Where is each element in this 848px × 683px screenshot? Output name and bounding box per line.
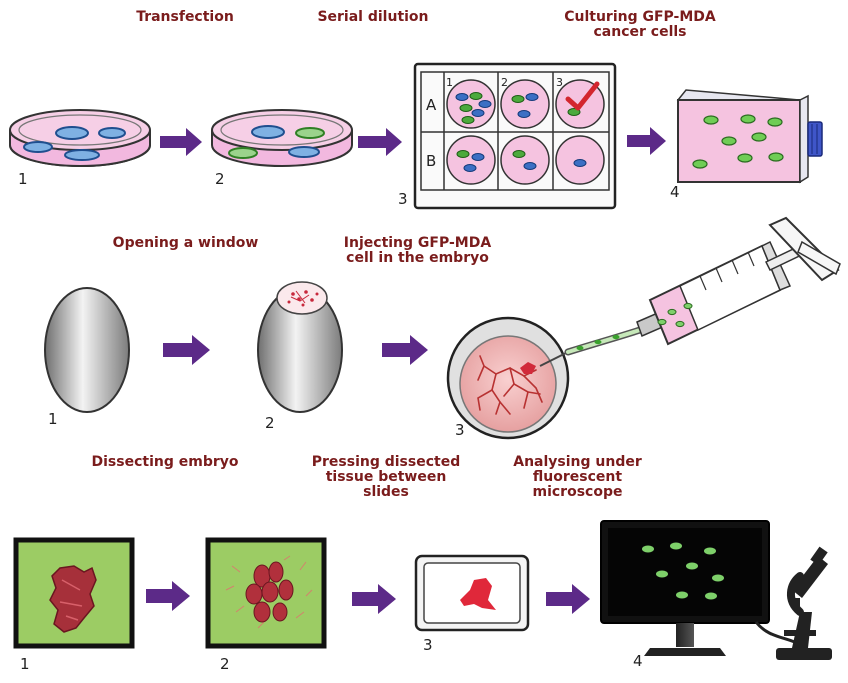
dissection-panel-1 [13, 537, 135, 649]
label-analysing: Analysing under fluorescent microscope [513, 454, 642, 500]
step-number: 2 [265, 414, 275, 432]
label-opening-window: Opening a window [112, 235, 259, 251]
petri-dish-1 [9, 109, 151, 167]
arrow-icon [352, 584, 396, 614]
label-pressing: Pressing dissected tissue between slides [311, 454, 461, 500]
plate-row-label: B [426, 152, 436, 170]
step-number: 1 [18, 170, 28, 188]
egg-with-window [257, 281, 343, 413]
arrow-icon [358, 128, 402, 156]
arrow-icon [382, 335, 428, 365]
arrow-icon [146, 581, 190, 611]
embryo-dish [446, 316, 570, 440]
cell-icon [251, 125, 285, 139]
checkmark-icon [565, 81, 600, 111]
syringe-icon [539, 216, 841, 367]
label-serial-dilution: Serial dilution [317, 9, 429, 25]
step-number: 3 [398, 190, 408, 208]
glass-slide [414, 554, 530, 632]
cell-icon [288, 146, 320, 158]
plate-column-label: 2 [501, 76, 508, 89]
label-transfection: Transfection [136, 9, 234, 25]
plate-column-label: 3 [556, 76, 563, 89]
step-number: 2 [220, 655, 230, 673]
step-number: 3 [423, 636, 433, 654]
label-culturing: Culturing GFP-MDA cancer cells [564, 9, 716, 40]
step-number: 1 [48, 410, 58, 428]
label-injecting: Injecting GFP-MDA cell in the embryo [343, 235, 492, 266]
well-plate [413, 62, 617, 210]
plate-column-label: 1 [446, 76, 453, 89]
cell-icon [64, 149, 100, 161]
step-number: 4 [633, 652, 643, 670]
dissection-panel-2 [205, 537, 327, 649]
arrow-icon [163, 335, 210, 365]
arrow-icon [627, 127, 666, 155]
petri-dish-2 [211, 109, 353, 167]
step-number: 1 [20, 655, 30, 673]
microscope-icon [776, 546, 832, 660]
step-number: 3 [455, 421, 465, 439]
step-number: 4 [670, 183, 680, 201]
cell-icon [98, 127, 126, 139]
culture-flask [676, 89, 823, 184]
cell-icon [23, 141, 53, 153]
step-number: 2 [215, 170, 225, 188]
egg-icon [44, 287, 130, 413]
cell-icon [55, 126, 89, 140]
monitor-icon [600, 520, 806, 656]
arrow-icon [546, 584, 590, 614]
cell-icon [228, 147, 258, 159]
cell-icon [295, 127, 325, 139]
label-dissecting: Dissecting embryo [91, 454, 239, 470]
arrow-icon [160, 128, 202, 156]
plate-row-label: A [426, 96, 437, 114]
